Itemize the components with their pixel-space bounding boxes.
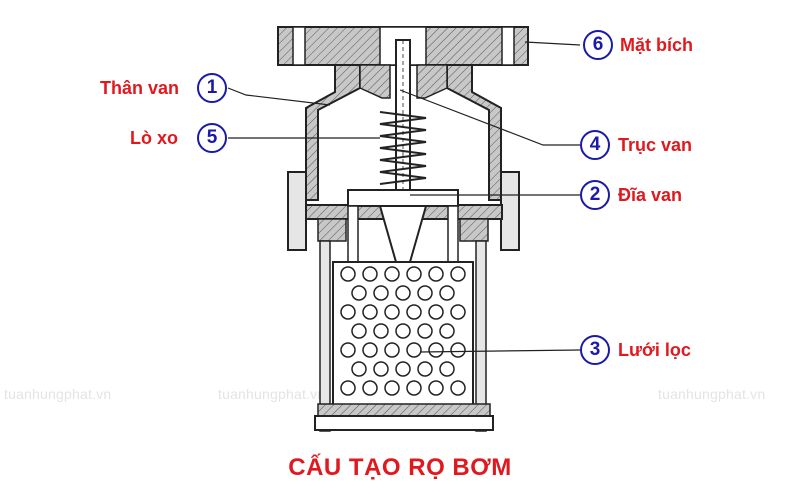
- strainer-hole: [439, 323, 455, 339]
- strainer-hole: [450, 304, 466, 320]
- badge-1: 1: [197, 73, 227, 103]
- strainer-hole: [362, 342, 378, 358]
- strainer-hole: [351, 323, 367, 339]
- strainer-hole: [428, 342, 444, 358]
- watermark-center: tuanhungphat.vn: [218, 386, 326, 402]
- strainer-hole: [417, 285, 433, 301]
- badge-4: 4: [580, 130, 610, 160]
- strainer-hole: [384, 304, 400, 320]
- diagram-title: CẤU TẠO RỌ BƠM: [288, 454, 512, 481]
- strainer-hole: [439, 285, 455, 301]
- strainer: [314, 240, 494, 432]
- strainer-hole: [384, 380, 400, 396]
- strainer-hole: [373, 285, 389, 301]
- badge-2: 2: [580, 180, 610, 210]
- leader-lines: [227, 41, 581, 353]
- strainer-hole: [340, 266, 356, 282]
- strainer-hole: [351, 285, 367, 301]
- label-than-van: Thân van: [100, 78, 180, 98]
- strainer-hole: [417, 361, 433, 377]
- strainer-hole: [362, 266, 378, 282]
- strainer-hole: [450, 342, 466, 358]
- label-dia-van: Đĩa van: [618, 185, 683, 205]
- strainer-hole: [428, 304, 444, 320]
- strainer-hole: [428, 266, 444, 282]
- strainer-hole: [406, 266, 422, 282]
- spring: [379, 111, 427, 185]
- strainer-hole: [395, 285, 411, 301]
- strainer-hole: [417, 323, 433, 339]
- strainer-hole: [406, 380, 422, 396]
- strainer-hole: [373, 323, 389, 339]
- label-truc-van: Trục van: [618, 135, 693, 155]
- strainer-hole: [395, 361, 411, 377]
- strainer-hole: [340, 304, 356, 320]
- label-lo-xo: Lò xo: [130, 128, 178, 148]
- strainer-hole: [351, 361, 367, 377]
- strainer-hole: [450, 380, 466, 396]
- strainer-hole: [439, 361, 455, 377]
- valve-disc: [347, 189, 459, 267]
- strainer-hole: [340, 342, 356, 358]
- watermark-left: tuanhungphat.vn: [4, 386, 112, 402]
- strainer-hole: [428, 380, 444, 396]
- strainer-hole: [384, 266, 400, 282]
- badge-5: 5: [197, 123, 227, 153]
- strainer-hole: [450, 266, 466, 282]
- strainer-hole: [384, 342, 400, 358]
- watermark-right: tuanhungphat.vn: [658, 386, 766, 402]
- strainer-hole: [340, 380, 356, 396]
- valve-body: [305, 64, 502, 201]
- strainer-hole: [406, 342, 422, 358]
- strainer-hole: [406, 304, 422, 320]
- label-luoi-loc: Lưới lọc: [618, 340, 691, 360]
- strainer-hole: [362, 304, 378, 320]
- label-mat-bich: Mặt bích: [620, 35, 694, 55]
- badge-6: 6: [583, 30, 613, 60]
- badge-3: 3: [580, 335, 610, 365]
- strainer-hole: [362, 380, 378, 396]
- strainer-hole: [395, 323, 411, 339]
- strainer-hole: [373, 361, 389, 377]
